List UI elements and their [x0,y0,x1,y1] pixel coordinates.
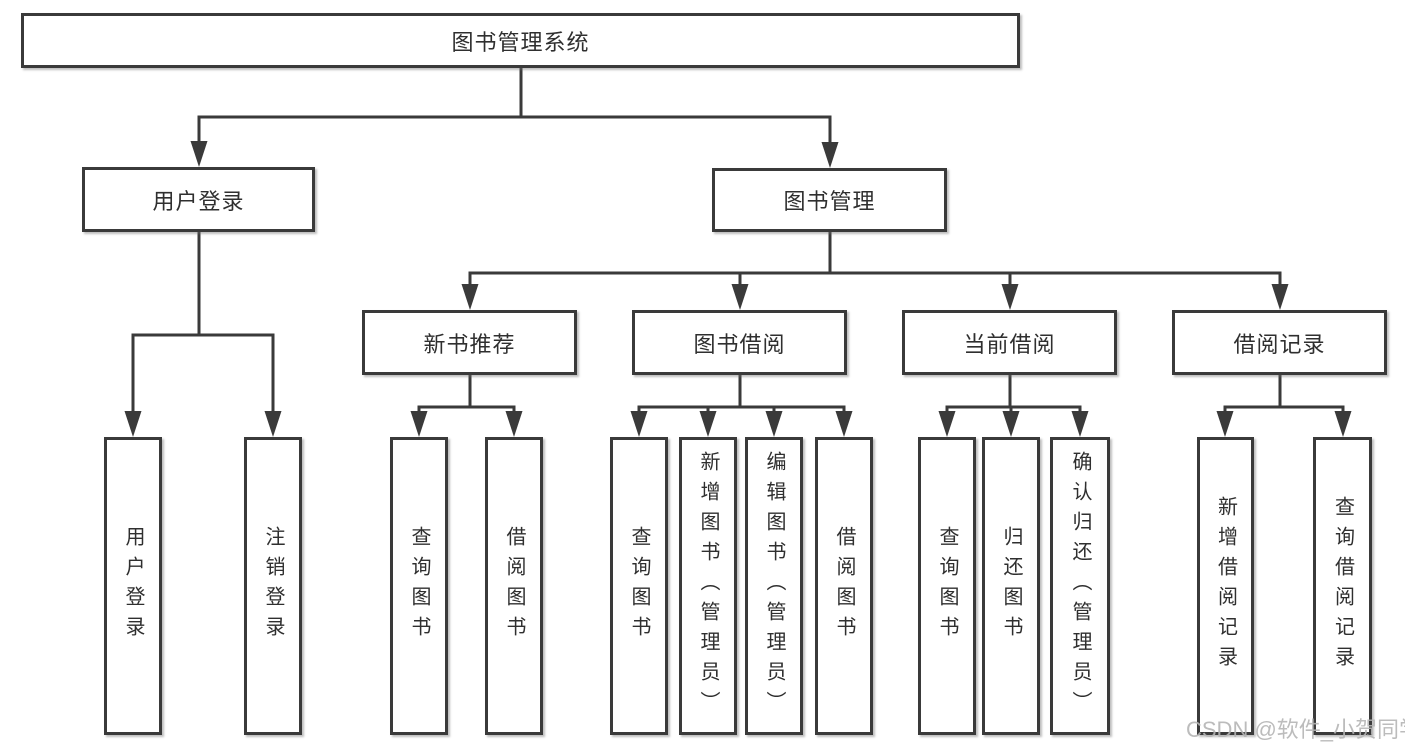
node-borrowing-records: 借阅记录 [1172,310,1387,375]
node-current-borrowing: 当前借阅 [902,310,1117,375]
node-book-borrowing: 图书借阅 [632,310,847,375]
node-user-login: 用户登录 [82,167,315,232]
leaf-borrow-books: 借阅图书 [815,437,873,735]
leaf-add-books-admin: 新增图书（管理员） [679,437,737,735]
node-book-management: 图书管理 [712,168,947,232]
leaf-return-books: 归还图书 [982,437,1040,735]
leaf-borrow-books-recommend: 借阅图书 [485,437,543,735]
node-root: 图书管理系统 [21,13,1020,68]
leaf-edit-books-admin: 编辑图书（管理员） [745,437,803,735]
leaf-query-borrow-record: 查询借阅记录 [1313,437,1372,735]
leaf-user-login: 用户登录 [104,437,162,735]
leaf-query-books-recommend: 查询图书 [390,437,448,735]
leaf-logout: 注销登录 [244,437,302,735]
leaf-add-borrow-record: 新增借阅记录 [1197,437,1254,735]
leaf-confirm-return-admin: 确认归还（管理员） [1050,437,1110,735]
node-new-book-recommend: 新书推荐 [362,310,577,375]
leaf-query-books-borrowing: 查询图书 [610,437,668,735]
leaf-query-books-current: 查询图书 [918,437,976,735]
